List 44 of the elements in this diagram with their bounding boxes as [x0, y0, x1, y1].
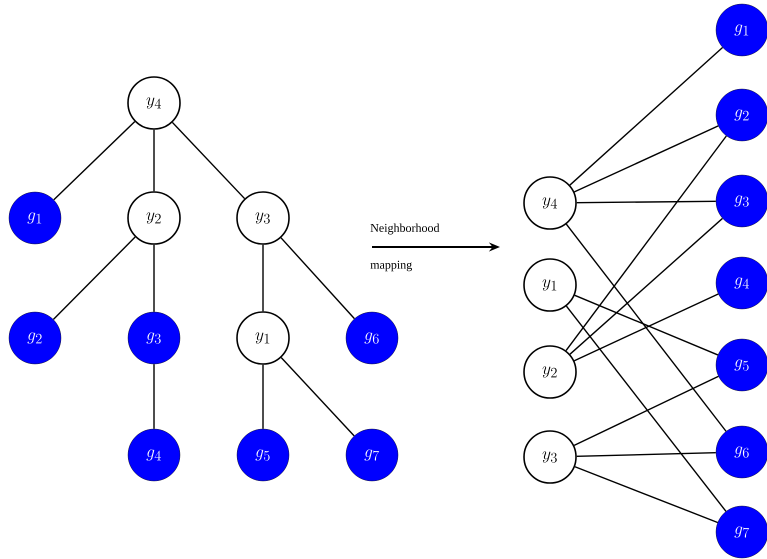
graph-node: $g_7$ [346, 428, 398, 482]
graph-node: $g_2$ [716, 88, 767, 142]
connector-line [570, 218, 723, 355]
connector-line [53, 121, 136, 200]
graph-node: $g_1$ [716, 4, 767, 56]
arrow-label: mapping [370, 260, 412, 272]
graph-node: $y_1$ [236, 311, 290, 365]
connector-line [280, 357, 355, 436]
graph-node: $y_3$ [523, 430, 577, 484]
graph-node: $g_5$ [236, 428, 290, 482]
connector-line [52, 236, 136, 320]
connector-line [576, 452, 716, 457]
connector-line [280, 237, 355, 320]
graph-node: $y_1$ [523, 258, 577, 312]
graph-node: $g_3$ [716, 174, 767, 228]
connector-line [565, 136, 727, 351]
graph-node: $g_4$ [716, 256, 767, 310]
connector-line [172, 122, 246, 200]
graph-node: $y_2$ [523, 345, 577, 399]
graph-node: $g_6$ [716, 426, 767, 478]
graph-node: $y_4$ [523, 176, 577, 230]
connector-line [574, 376, 719, 446]
graph-node: $y_4$ [127, 76, 181, 130]
connector-line [566, 306, 726, 512]
connector-line [262, 244, 264, 312]
graph-node: $g_3$ [128, 312, 180, 364]
connector-line [576, 200, 716, 204]
connector-line [153, 364, 155, 429]
connector-line [153, 244, 155, 312]
connector-line [153, 130, 155, 192]
arrow-label: Neighborhood [370, 224, 440, 234]
graph-node: $g_6$ [346, 312, 398, 364]
graph-node: $y_3$ [236, 191, 290, 245]
connector-line [574, 466, 718, 524]
connector-line [262, 364, 264, 429]
graph-node: $g_4$ [128, 428, 180, 482]
graph-node: $g_5$ [716, 338, 767, 392]
graph-node: $g_7$ [716, 506, 767, 558]
graph-node: $y_2$ [127, 191, 181, 245]
connector-line [569, 47, 724, 186]
connector-line [566, 224, 727, 432]
graph-node: $g_2$ [8, 312, 62, 364]
graph-node: $g_1$ [8, 192, 62, 244]
connector-line [574, 125, 718, 192]
